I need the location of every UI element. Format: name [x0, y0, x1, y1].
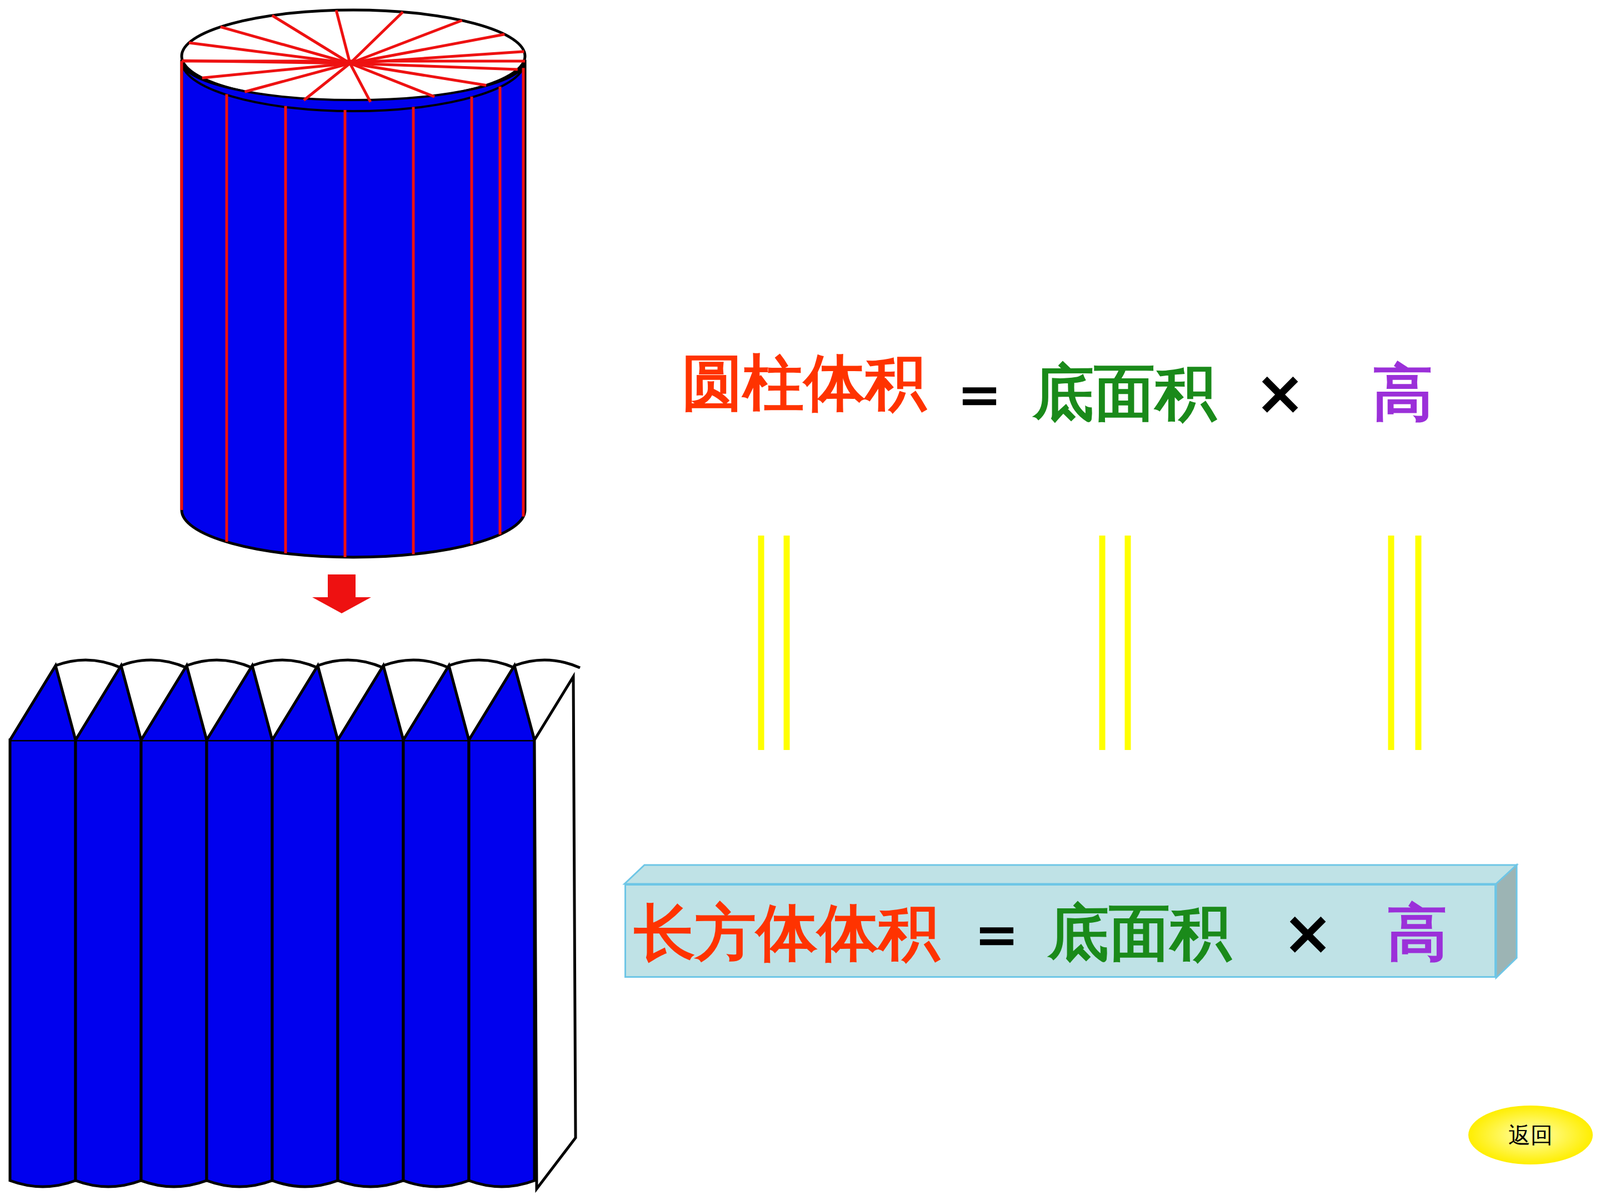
- cylinder: [181, 10, 525, 558]
- formula-text: ＝: [966, 902, 1028, 964]
- formula-text: 高: [1386, 902, 1448, 964]
- cut-lines: [181, 10, 525, 557]
- cylinder-body: [181, 61, 525, 558]
- rearranged-cuboid: [10, 660, 580, 1189]
- back-button: 返回: [1467, 1104, 1594, 1166]
- cylinder-rim: [181, 61, 525, 112]
- formula-text: ×: [1282, 902, 1334, 964]
- down-arrow: [312, 574, 372, 614]
- formula-box: 长方体体积 ＝ 底面积 × 高: [624, 883, 1497, 978]
- formula-text: ×: [1254, 362, 1306, 424]
- box-faces: [624, 865, 1517, 978]
- button-label: 返回: [1508, 1123, 1553, 1147]
- formula-text: 高: [1372, 362, 1434, 424]
- formula-text: 圆柱体积: [681, 352, 927, 414]
- formula-text: 长方体体积: [633, 902, 940, 964]
- formula-text: 底面积: [1032, 362, 1217, 424]
- formula-text: ＝: [948, 362, 1010, 424]
- formula-text: 底面积: [1047, 902, 1232, 964]
- equal-bars: [761, 535, 1419, 750]
